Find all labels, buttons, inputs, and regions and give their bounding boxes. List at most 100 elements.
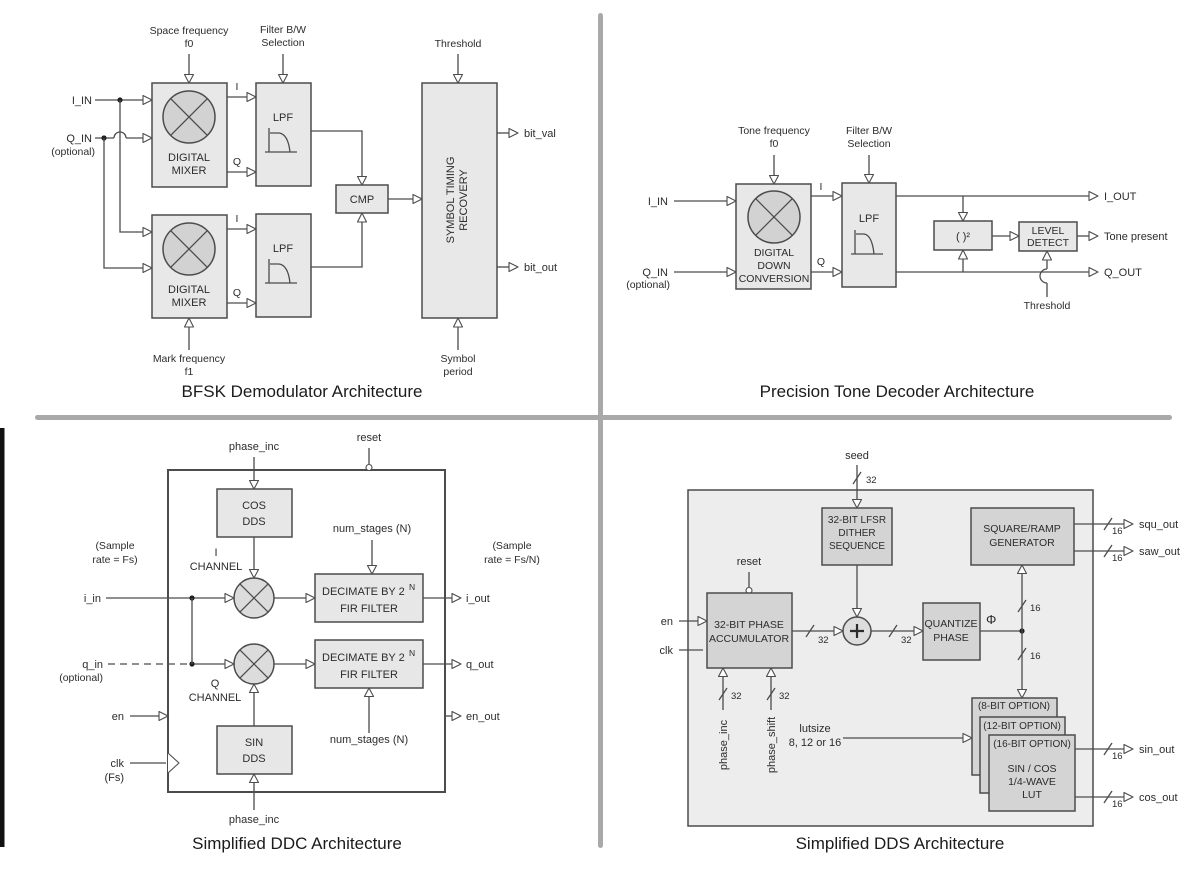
i-in-label: i_in: [84, 593, 101, 605]
tone-wiring: [674, 155, 1099, 297]
dds-title: Simplified DDS Architecture: [796, 834, 1005, 853]
str-label: SYMBOL TIMING: [445, 157, 457, 244]
saw-out-label: saw_out: [1139, 546, 1180, 558]
cmp-label: CMP: [350, 194, 374, 206]
q-wire-label: Q: [233, 287, 241, 299]
i-mixer: [233, 577, 275, 619]
seed-label: seed: [845, 450, 869, 462]
filter-bw-selection: Selection: [261, 37, 304, 49]
i-in-label: I_IN: [72, 95, 92, 107]
bus-slash: [852, 471, 862, 485]
acc-label: 32-BIT PHASE: [714, 619, 784, 631]
square-block: ( )²: [933, 220, 993, 251]
lpf-block: LPF: [841, 182, 897, 288]
str-label: RECOVERY: [458, 169, 470, 231]
bus-width-16: 16: [1030, 603, 1041, 614]
cmp-block: CMP: [335, 184, 389, 214]
lfsr-label: 32-BIT LFSR: [828, 515, 886, 526]
q-wire-label: Q: [233, 156, 241, 168]
ddc-label: DOWN: [757, 260, 790, 272]
q-in-label: Q_IN: [66, 133, 92, 145]
bus-width-32: 32: [779, 691, 790, 702]
phase-shift-label: phase_shift: [766, 717, 778, 773]
sin-out-label: sin_out: [1139, 744, 1174, 756]
acc-label: ACCUMULATOR: [709, 633, 790, 645]
bit-val-label: bit_val: [524, 128, 556, 140]
q-mixer: [233, 643, 275, 685]
i-wire-label: I: [236, 213, 239, 225]
ddc-label: DIGITAL: [754, 247, 794, 259]
digital-down-conversion-block: DIGITAL DOWN CONVERSION: [735, 183, 812, 290]
lfsr-label: DITHER: [838, 528, 875, 539]
bus-width-32: 32: [818, 635, 829, 646]
mark-frequency-label: Mark frequency: [153, 353, 226, 365]
threshold-label: Threshold: [1024, 300, 1071, 312]
lpf-1-block: LPF: [255, 82, 312, 187]
sq-ramp-label: SQUARE/RAMP: [983, 523, 1061, 535]
sin-dds-label: DDS: [242, 753, 265, 765]
sq-ramp-label: GENERATOR: [989, 537, 1055, 549]
q-in-label: q_in: [82, 659, 103, 671]
digital-mixer-1-block: DIGITAL MIXER: [151, 82, 228, 188]
filter-bw-label: Filter B/W: [260, 24, 306, 36]
clk-fs-label: (Fs): [104, 772, 124, 784]
phase-inc-bottom-label: phase_inc: [229, 814, 280, 826]
sample-rate-right: rate = Fs/N): [484, 554, 540, 566]
lpf2-label: LPF: [273, 243, 293, 255]
horizontal-divider: [35, 415, 1172, 420]
square-label: ( )²: [956, 231, 970, 243]
lpf-curve-icon: [265, 128, 297, 153]
bus-width-16: 16: [1112, 526, 1123, 537]
q-in-optional: (optional): [51, 146, 95, 158]
q-channel-label: Q: [211, 678, 220, 690]
lfsr-dither-block: 32-BIT LFSR DITHER SEQUENCE: [821, 507, 893, 566]
bus-slash: [766, 687, 776, 701]
cos-dds-block: COS DDS: [216, 488, 293, 538]
decimate2-sup: N: [409, 648, 415, 658]
tone-title: Precision Tone Decoder Architecture: [760, 382, 1035, 401]
bus-slash: [1103, 544, 1113, 558]
bus-slash: [1103, 517, 1113, 531]
filter-bw-label: Filter B/W: [846, 125, 892, 137]
en-out-label: en_out: [466, 711, 500, 723]
i-wire-label: I: [820, 181, 823, 193]
phi-label: Φ: [986, 612, 996, 627]
lut-8bit-label: (8-BIT OPTION): [978, 701, 1050, 712]
bus-slash: [1103, 790, 1113, 804]
lut-stack: (8-BIT OPTION) (12-BIT OPTION) (16-BIT O…: [971, 697, 1076, 812]
decimate1-sup: N: [409, 582, 415, 592]
bfsk-title: BFSK Demodulator Architecture: [182, 382, 423, 401]
mixer2-label: DIGITAL: [168, 284, 210, 296]
lutsize-label: lutsize: [799, 723, 830, 735]
bus-width-16: 16: [1112, 553, 1123, 564]
q-wire-label: Q: [817, 256, 825, 268]
i-channel-label: CHANNEL: [190, 561, 243, 573]
bit-out-label: bit_out: [524, 262, 557, 274]
cos-dds-label: COS: [242, 500, 266, 512]
lut-label: SIN / COS: [1007, 763, 1056, 775]
bus-width-32: 32: [901, 635, 912, 646]
tone-frequency-f0: f0: [770, 138, 779, 150]
lfsr-label: SEQUENCE: [829, 541, 885, 552]
ddc-title: Simplified DDC Architecture: [192, 834, 402, 853]
dds-diagram: 32-BIT LFSR DITHER SEQUENCE 32-BIT PHASE…: [660, 450, 1180, 853]
phase-inc-label: phase_inc: [718, 719, 730, 770]
square-ramp-generator-block: SQUARE/RAMP GENERATOR: [970, 507, 1075, 566]
sample-rate-left: rate = Fs): [92, 554, 137, 566]
quantize-phase-block: QUANTIZE PHASE: [922, 602, 981, 661]
tone-present-label: Tone present: [1104, 231, 1168, 243]
lpf-2-block: LPF: [255, 213, 312, 318]
level-detect-label: DETECT: [1027, 237, 1070, 249]
decimate1-label: FIR FILTER: [340, 603, 398, 615]
sin-dds-label: SIN: [245, 737, 263, 749]
decimate1-label: DECIMATE BY 2: [322, 586, 405, 598]
bus-slash: [1017, 599, 1027, 613]
i-in-label: I_IN: [648, 196, 668, 208]
squ-out-label: squ_out: [1139, 519, 1178, 531]
bfsk-wiring: [95, 54, 519, 350]
filter-bw-selection: Selection: [847, 138, 890, 150]
i-out-label: i_out: [466, 593, 490, 605]
lpf-curve-icon: [851, 230, 883, 255]
lut-16bit-box: [988, 734, 1076, 812]
